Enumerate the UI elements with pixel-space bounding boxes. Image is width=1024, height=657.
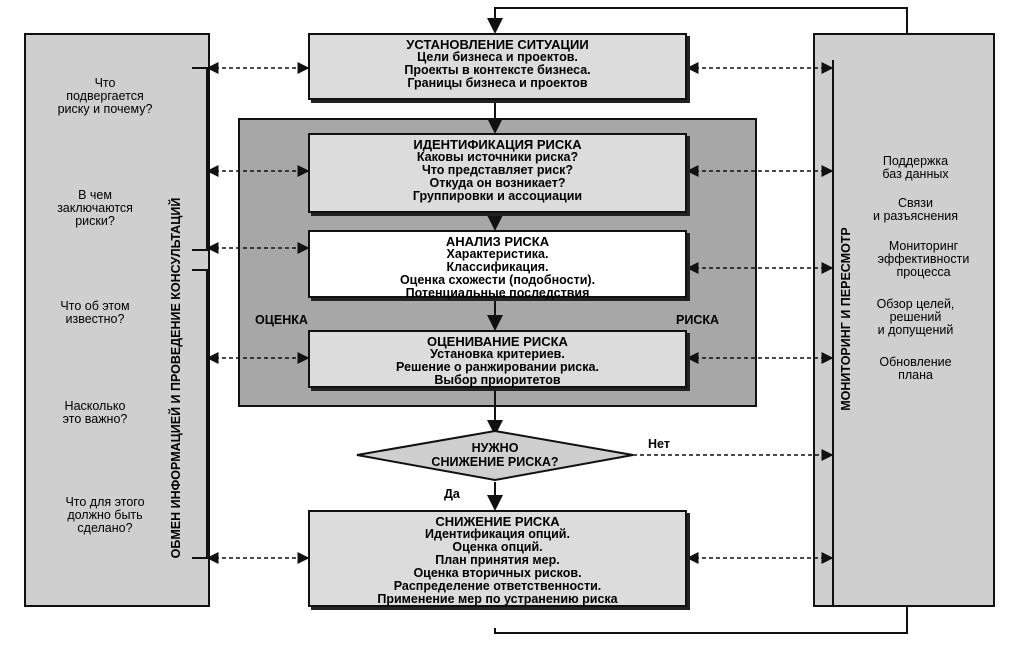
left-question-3: Что об этом известно? bbox=[20, 300, 170, 326]
assessment-label-left: ОЦЕНКА bbox=[255, 313, 308, 327]
right-item-1-line-1: Поддержка bbox=[882, 154, 949, 168]
box-risk-identification-line-2: Что представляет риск? bbox=[421, 163, 574, 177]
box-risk-mitigation-line-3: План принятия мер. bbox=[435, 553, 560, 567]
box-risk-analysis-line-4: Потенциальные последствия bbox=[405, 286, 590, 300]
box-establish-context-title: УСТАНОВЛЕНИЕ СИТУАЦИИ bbox=[406, 37, 589, 52]
box-risk-mitigation-line-1: Идентификация опций. bbox=[425, 527, 570, 541]
assessment-label-right: РИСКА bbox=[676, 313, 720, 327]
right-item-1-line-2: баз данных bbox=[882, 167, 949, 181]
right-item-4-line-1: Обзор целей, bbox=[876, 297, 955, 311]
left-question-1-line-3: риску и почему? bbox=[57, 102, 153, 116]
box-risk-evaluation-line-3: Выбор приоритетов bbox=[434, 373, 561, 387]
right-item-4-line-2: решений bbox=[889, 310, 942, 324]
right-panel bbox=[813, 33, 995, 607]
decision-line-1: НУЖНО bbox=[471, 441, 519, 455]
left-question-5-line-1: Что для этого bbox=[65, 495, 145, 509]
box-risk-mitigation: СНИЖЕНИЕ РИСКА Идентификация опций. Оцен… bbox=[308, 510, 687, 607]
box-risk-analysis: АНАЛИЗ РИСКА Характеристика. Классификац… bbox=[308, 230, 687, 300]
box-risk-identification-line-1: Каковы источники риска? bbox=[416, 150, 579, 164]
right-item-5-line-1: Обновление bbox=[879, 355, 952, 369]
box-risk-evaluation-line-2: Решение о ранжировании риска. bbox=[396, 360, 599, 374]
box-establish-context-line-2: Проекты в контексте бизнеса. bbox=[404, 63, 591, 77]
left-question-3-line-1: Что об этом bbox=[60, 299, 130, 313]
right-item-3-line-3: процесса bbox=[896, 265, 951, 279]
right-item-3-line-1: Мониторинг bbox=[888, 239, 959, 253]
right-item-5-line-2: плана bbox=[898, 368, 933, 382]
right-item-1: Поддержка баз данных bbox=[848, 155, 983, 181]
box-risk-identification: ИДЕНТИФИКАЦИЯ РИСКА Каковы источники рис… bbox=[308, 133, 687, 213]
box-risk-mitigation-line-5: Распределение ответственности. bbox=[393, 579, 602, 593]
decision-no-label: Нет bbox=[648, 437, 670, 451]
left-question-2-line-1: В чем bbox=[78, 188, 112, 202]
box-establish-context-line-3: Границы бизнеса и проектов bbox=[407, 76, 588, 90]
box-risk-evaluation-title: ОЦЕНИВАНИЕ РИСКА bbox=[427, 334, 568, 349]
right-item-2: Связи и разъяснения bbox=[848, 197, 983, 223]
decision-yes-label: Да bbox=[444, 487, 460, 501]
left-question-2: В чем заключаются риски? bbox=[20, 189, 170, 228]
right-item-4: Обзор целей, решений и допущений bbox=[848, 298, 983, 337]
box-risk-evaluation: ОЦЕНИВАНИЕ РИСКА Установка критериев. Ре… bbox=[308, 330, 687, 388]
left-question-2-line-3: риски? bbox=[75, 214, 115, 228]
left-question-5: Что для этого должно быть сделано? bbox=[30, 496, 180, 535]
left-question-1-line-2: подвергается bbox=[66, 89, 144, 103]
left-question-4-line-2: это важно? bbox=[62, 412, 128, 426]
right-item-5: Обновление плана bbox=[848, 356, 983, 382]
box-risk-analysis-line-3: Оценка схожести (подобности). bbox=[399, 273, 596, 287]
box-risk-identification-line-4: Группировки и ассоциации bbox=[412, 189, 583, 203]
left-question-4: Насколько это важно? bbox=[20, 400, 170, 426]
right-item-3: Мониторинг эффективности процесса bbox=[856, 240, 991, 279]
left-panel bbox=[24, 33, 210, 607]
box-risk-analysis-line-1: Характеристика. bbox=[446, 247, 549, 261]
box-risk-mitigation-line-2: Оценка опций. bbox=[452, 540, 543, 554]
left-question-3-line-2: известно? bbox=[65, 312, 125, 326]
box-risk-evaluation-line-1: Установка критериев. bbox=[430, 347, 565, 361]
right-item-3-line-2: эффективности bbox=[877, 252, 970, 266]
decision-text: НУЖНО СНИЖЕНИЕ РИСКА? bbox=[395, 441, 595, 469]
box-risk-analysis-title: АНАЛИЗ РИСКА bbox=[445, 234, 550, 249]
box-establish-context-line-1: Цели бизнеса и проектов. bbox=[417, 50, 578, 64]
left-question-1-line-1: Что bbox=[94, 76, 116, 90]
right-item-2-line-2: и разъяснения bbox=[872, 209, 959, 223]
left-question-4-line-1: Насколько bbox=[64, 399, 126, 413]
left-question-1: Что подвергается риску и почему? bbox=[30, 77, 180, 116]
box-risk-analysis-line-2: Классификация. bbox=[446, 260, 549, 274]
decision-line-2: СНИЖЕНИЕ РИСКА? bbox=[431, 455, 559, 469]
right-item-2-line-1: Связи bbox=[897, 196, 933, 210]
box-risk-identification-title: ИДЕНТИФИКАЦИЯ РИСКА bbox=[413, 137, 582, 152]
left-question-2-line-2: заключаются bbox=[57, 201, 133, 215]
box-establish-context: УСТАНОВЛЕНИЕ СИТУАЦИИ Цели бизнеса и про… bbox=[308, 33, 687, 100]
box-risk-mitigation-line-4: Оценка вторичных рисков. bbox=[413, 566, 582, 580]
box-risk-identification-line-3: Откуда он возникает? bbox=[429, 176, 566, 190]
box-risk-mitigation-line-6: Применение мер по устранению риска bbox=[377, 592, 618, 606]
box-risk-mitigation-title: СНИЖЕНИЕ РИСКА bbox=[435, 514, 560, 529]
left-question-5-line-3: сделано? bbox=[77, 521, 133, 535]
left-question-5-line-2: должно быть bbox=[67, 508, 143, 522]
right-item-4-line-3: и допущений bbox=[877, 323, 954, 337]
